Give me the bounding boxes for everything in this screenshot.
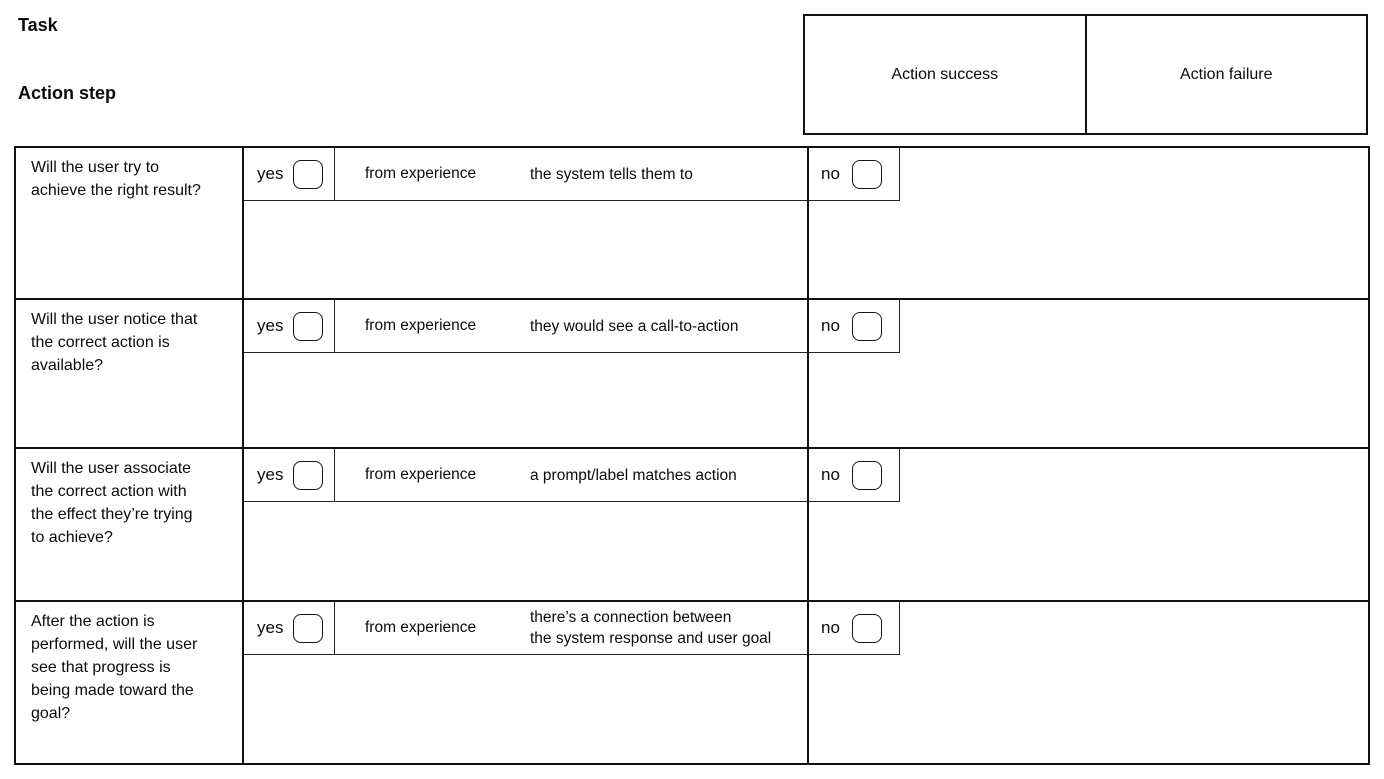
yes-checkbox[interactable] bbox=[293, 159, 324, 189]
hint-text: the system tells them to bbox=[530, 165, 693, 183]
yes-label: yes bbox=[257, 164, 284, 183]
outcome-cell: no bbox=[809, 300, 1368, 447]
yes-label: yes bbox=[257, 465, 284, 484]
no-checkbox[interactable] bbox=[851, 159, 882, 189]
answer-strip: yes from experience there’s a connection… bbox=[244, 602, 807, 655]
no-checkbox[interactable] bbox=[851, 613, 882, 643]
no-label: no bbox=[821, 618, 840, 637]
no-label: no bbox=[821, 465, 840, 484]
outcome-header-table: Action success Action failure bbox=[803, 14, 1368, 135]
task-label: Task bbox=[18, 15, 58, 35]
experience-label: from experience bbox=[365, 165, 477, 182]
no-checkbox[interactable] bbox=[851, 460, 882, 490]
experience-cell: from experience the system tells them to bbox=[335, 148, 807, 200]
hint-text: a prompt/label matches action bbox=[530, 466, 737, 484]
header-cell-action-success: Action success bbox=[805, 16, 1087, 133]
yes-cell: yes bbox=[244, 300, 335, 352]
table-row: After the action is performed, will the … bbox=[16, 600, 1368, 763]
no-cell: no bbox=[809, 148, 900, 201]
action-step-label: Action step bbox=[18, 83, 117, 103]
answer-cell: yes from experience there’s a connection… bbox=[244, 602, 809, 763]
no-cell: no bbox=[809, 300, 900, 353]
yes-checkbox[interactable] bbox=[293, 311, 324, 341]
answer-strip: yes from experience a prompt/label match… bbox=[244, 449, 807, 502]
no-cell: no bbox=[809, 449, 900, 502]
action-failure-label: Action failure bbox=[1180, 65, 1273, 83]
experience-label: from experience bbox=[365, 317, 477, 334]
answer-strip: yes from experience they would see a cal… bbox=[244, 300, 807, 353]
no-label: no bbox=[821, 164, 840, 183]
answer-cell: yes from experience they would see a cal… bbox=[244, 300, 809, 447]
hint-text: there’s a connection between the system … bbox=[530, 609, 772, 647]
question-cell: Will the user associate the correct acti… bbox=[16, 449, 244, 600]
answer-cell: yes from experience a prompt/label match… bbox=[244, 449, 809, 600]
question-cell: Will the user try to achieve the right r… bbox=[16, 148, 244, 298]
experience-cell: from experience a prompt/label matches a… bbox=[335, 449, 807, 501]
outcome-cell: no bbox=[809, 602, 1368, 763]
experience-cell: from experience they would see a call-to… bbox=[335, 300, 807, 352]
experience-cell: from experience there’s a connection bet… bbox=[335, 602, 807, 654]
answer-strip: yes from experience the system tells the… bbox=[244, 148, 807, 201]
answer-notes-area bbox=[244, 201, 807, 298]
question-cell: After the action is performed, will the … bbox=[16, 602, 244, 763]
answer-notes-area bbox=[244, 655, 807, 763]
no-checkbox[interactable] bbox=[851, 311, 882, 341]
yes-cell: yes bbox=[244, 148, 335, 200]
answer-cell: yes from experience the system tells the… bbox=[244, 148, 809, 298]
answer-notes-area bbox=[244, 353, 807, 447]
walkthrough-table: Will the user try to achieve the right r… bbox=[14, 146, 1370, 765]
yes-cell: yes bbox=[244, 449, 335, 501]
yes-checkbox[interactable] bbox=[293, 460, 324, 490]
table-row: Will the user try to achieve the right r… bbox=[16, 148, 1368, 298]
yes-checkbox[interactable] bbox=[293, 613, 324, 643]
experience-label: from experience bbox=[365, 466, 477, 483]
no-cell: no bbox=[809, 602, 900, 655]
yes-label: yes bbox=[257, 316, 284, 335]
outcome-cell: no bbox=[809, 148, 1368, 298]
answer-notes-area bbox=[244, 502, 807, 600]
table-row: Will the user associate the correct acti… bbox=[16, 447, 1368, 600]
hint-text: they would see a call-to-action bbox=[530, 317, 739, 335]
header-cell-action-failure: Action failure bbox=[1087, 16, 1367, 133]
question-cell: Will the user notice that the correct ac… bbox=[16, 300, 244, 447]
table-row: Will the user notice that the correct ac… bbox=[16, 298, 1368, 447]
outcome-cell: no bbox=[809, 449, 1368, 600]
yes-label: yes bbox=[257, 618, 284, 637]
experience-label: from experience bbox=[365, 619, 477, 636]
no-label: no bbox=[821, 316, 840, 335]
action-success-label: Action success bbox=[891, 65, 999, 83]
yes-cell: yes bbox=[244, 602, 335, 654]
